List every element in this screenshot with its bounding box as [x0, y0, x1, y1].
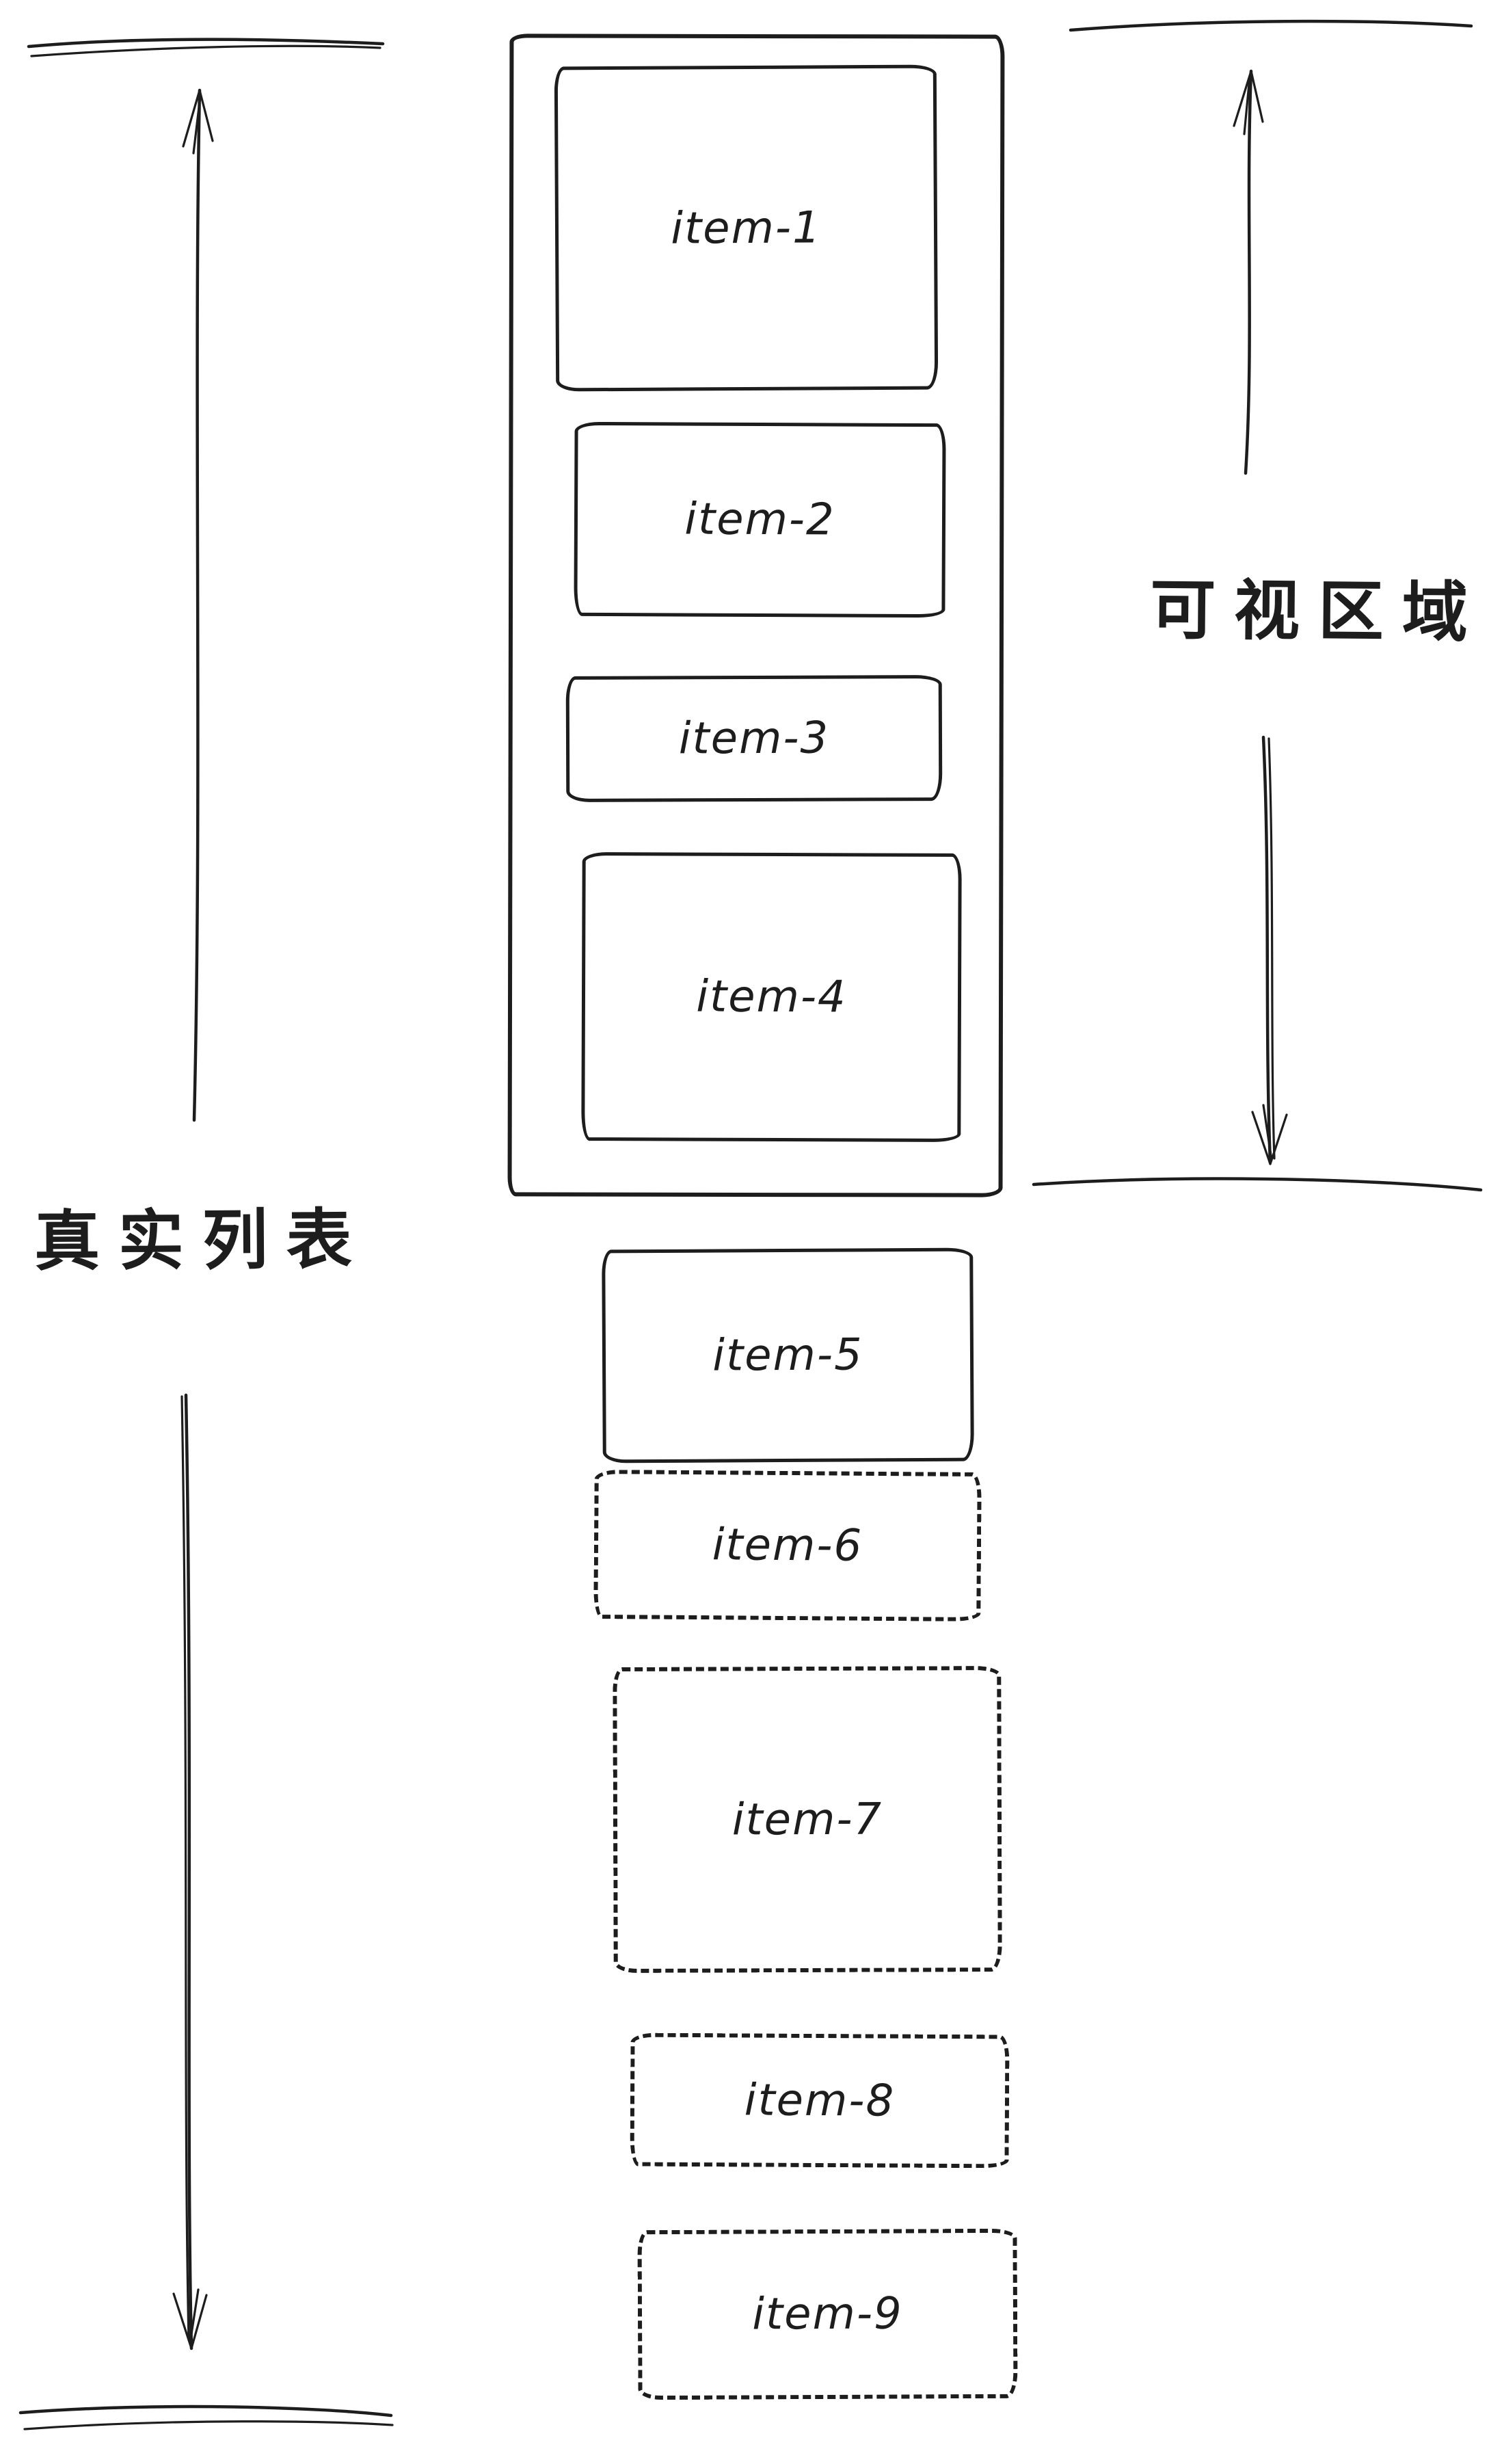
list-item-9: item-9 — [637, 2228, 1018, 2400]
real-list-arrow-down — [172, 1393, 208, 2350]
list-item-5: item-5 — [602, 1247, 974, 1463]
top-left-rule — [27, 38, 385, 49]
top-right-rule — [1069, 19, 1473, 32]
list-item-6: item-6 — [593, 1470, 982, 1621]
bottom-left-rule — [18, 2405, 393, 2417]
item-label: item-1 — [671, 202, 822, 254]
real-list-arrow-up — [182, 88, 214, 1122]
item-label: item-7 — [732, 1794, 883, 1845]
list-item-3: item-3 — [565, 675, 943, 802]
item-label: item-5 — [712, 1329, 863, 1381]
list-item-1: item-1 — [554, 64, 939, 392]
bottom-right-rule — [1032, 1177, 1483, 1192]
bottom-left-rule-double — [23, 2420, 394, 2430]
list-item-7: item-7 — [613, 1666, 1002, 1973]
item-label: item-8 — [744, 2074, 896, 2127]
top-left-rule-double — [30, 44, 381, 57]
item-label: item-6 — [712, 1520, 863, 1572]
list-item-8: item-8 — [630, 2032, 1010, 2169]
list-item-2: item-2 — [574, 421, 946, 618]
item-label: item-3 — [678, 713, 830, 765]
item-label: item-2 — [684, 494, 835, 546]
real-list-label: 真实列表 — [33, 1201, 371, 1280]
item-label: item-9 — [752, 2288, 903, 2340]
viewport-arrow-down — [1251, 735, 1288, 1165]
viewport-arrow-up — [1233, 69, 1264, 475]
list-item-4: item-4 — [581, 852, 962, 1142]
item-label: item-4 — [696, 971, 847, 1023]
viewport-area-label: 可视区域 — [1149, 571, 1487, 652]
